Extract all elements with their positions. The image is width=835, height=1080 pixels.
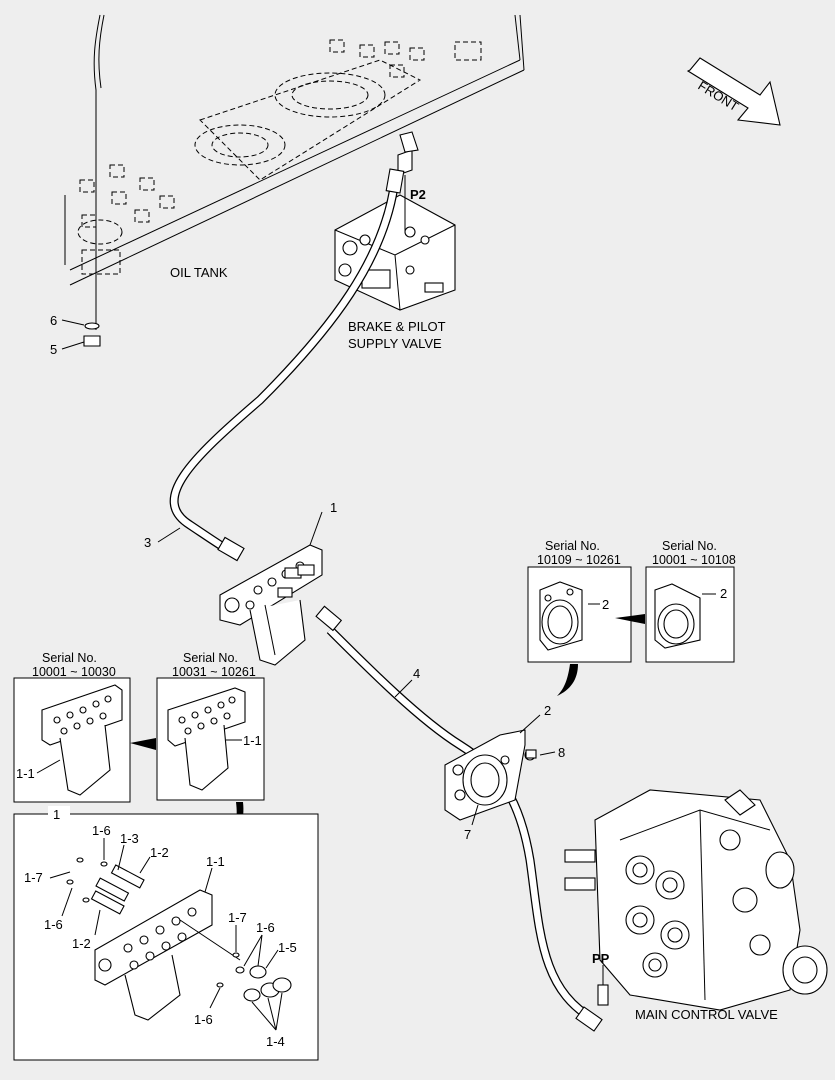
part-1-6-b: 1-6 xyxy=(44,917,63,932)
exploded-view-title: 1 xyxy=(53,807,60,822)
bracket-2-main: 2 8 7 xyxy=(444,703,565,842)
arrow-left-icon xyxy=(615,614,645,624)
part-1-4: 1-4 xyxy=(266,1034,285,1049)
part-1-5: 1-5 xyxy=(278,940,297,955)
oil-tank-label: OIL TANK xyxy=(170,265,228,280)
front-arrow: FRONT xyxy=(686,57,781,126)
pp-port-label: PP xyxy=(592,951,610,966)
part-1-7-b: 1-7 xyxy=(228,910,247,925)
p2-port-label: P2 xyxy=(410,187,426,202)
callout-1: 1 xyxy=(330,500,337,515)
part-1-1: 1-1 xyxy=(206,854,225,869)
part-1-7-a: 1-7 xyxy=(24,870,43,885)
callout-7: 7 xyxy=(464,827,471,842)
part-1-6-d: 1-6 xyxy=(194,1012,213,1027)
inset-1-right-part: 1-1 xyxy=(243,733,262,748)
part-1-6-c: 1-6 xyxy=(256,920,275,935)
inset-2-right-serial-range: 10001 ~ 10108 xyxy=(652,553,736,567)
part-1-6-a: 1-6 xyxy=(92,823,111,838)
pointer-curve-icon-2 xyxy=(228,802,244,842)
inset-2-right-serial-title: Serial No. xyxy=(662,539,717,553)
hose-3: 3 xyxy=(144,168,405,562)
inset-1-left-serial-range: 10001 ~ 10030 xyxy=(32,665,116,679)
inset-1-right-serial-range: 10031 ~ 10261 xyxy=(172,665,256,679)
inset-bracket-1: Serial No. 10001 ~ 10030 1-1 Serial No. … xyxy=(13,651,265,842)
callout-4: 4 xyxy=(413,666,420,681)
brake-pilot-valve: P2 BRAKE & PILOT SUPPLY VALVE xyxy=(334,131,456,351)
callout-6: 6 xyxy=(50,313,57,328)
main-control-valve: PP MAIN CONTROL VALVE xyxy=(564,789,828,1022)
drain-plug: 6 5 xyxy=(50,313,101,357)
oil-tank-drawing: OIL TANK xyxy=(64,14,525,330)
callout-5: 5 xyxy=(50,342,57,357)
bracket-1-main: 1 xyxy=(219,500,337,666)
part-1-2-a: 1-2 xyxy=(150,845,169,860)
inset-2-right-part: 2 xyxy=(720,586,727,601)
pointer-curve-icon xyxy=(557,664,578,696)
part-1-3: 1-3 xyxy=(120,831,139,846)
callout-2: 2 xyxy=(544,703,551,718)
inset-1-left-part: 1-1 xyxy=(16,766,35,781)
callout-8: 8 xyxy=(558,745,565,760)
exploded-view-1: 1 1-6 1-3 1-2 1-7 xyxy=(13,806,319,1061)
main-control-valve-label: MAIN CONTROL VALVE xyxy=(635,1007,778,1022)
callout-3: 3 xyxy=(144,535,151,550)
inset-1-left-serial-title: Serial No. xyxy=(42,651,97,665)
part-1-2-b: 1-2 xyxy=(72,936,91,951)
inset-bracket-2: Serial No. 10109 ~ 10261 2 Serial No. 10… xyxy=(527,539,736,696)
brake-valve-label-line2: SUPPLY VALVE xyxy=(348,336,442,351)
arrow-left-icon-2 xyxy=(130,738,156,750)
inset-1-right-serial-title: Serial No. xyxy=(183,651,238,665)
brake-valve-label-line1: BRAKE & PILOT xyxy=(348,319,446,334)
inset-2-left-serial-title: Serial No. xyxy=(545,539,600,553)
inset-2-left-serial-range: 10109 ~ 10261 xyxy=(537,553,621,567)
inset-2-left-part: 2 xyxy=(602,597,609,612)
